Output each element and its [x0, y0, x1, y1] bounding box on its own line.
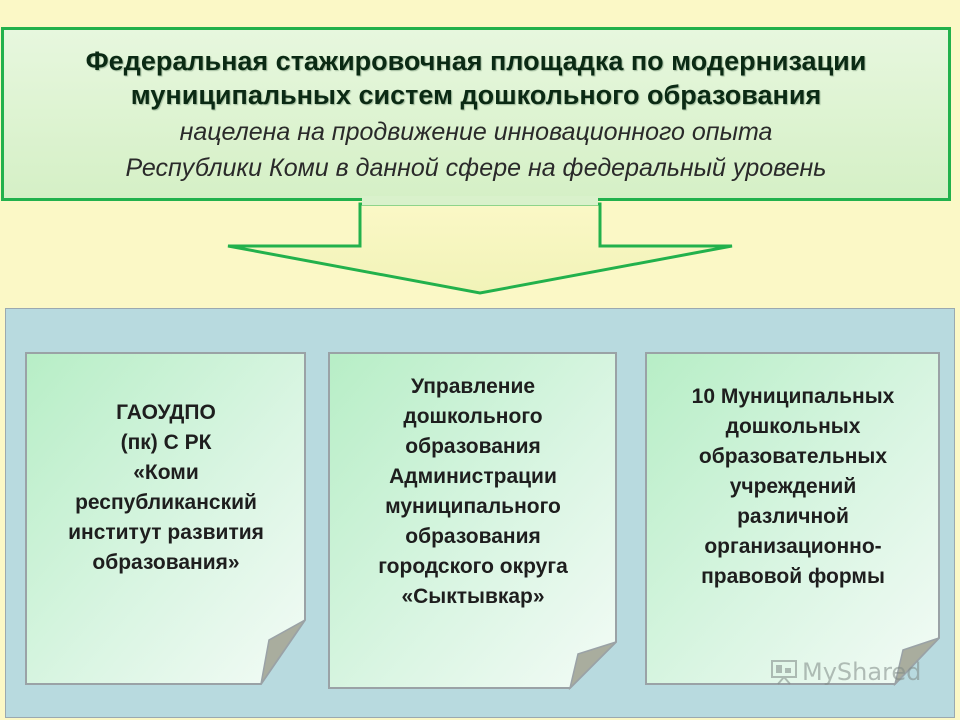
- header-subtitle: нацелена на продвижение инновационного о…: [4, 114, 948, 186]
- card-administration: Управление дошкольного образования Админ…: [328, 352, 618, 690]
- card-document-shape: [645, 352, 940, 686]
- card-line: республиканский: [75, 491, 257, 514]
- card-line: организационно-: [704, 535, 882, 558]
- card-line: образования»: [92, 551, 240, 574]
- card-fold-corner: [893, 637, 940, 686]
- card-line: (пк) С РК: [120, 431, 212, 454]
- presentation-board-icon: [771, 660, 797, 685]
- header-title: Федеральная стажировочная площадка по мо…: [4, 44, 948, 112]
- down-arrow: [227, 196, 733, 295]
- card-line: институт развития: [68, 521, 264, 544]
- card-preschools: 10 Муниципальных дошкольных образователь…: [645, 352, 941, 686]
- watermark: MyShared: [770, 658, 921, 686]
- header-box: Федеральная стажировочная площадка по мо…: [1, 27, 951, 201]
- card-document-shape: [25, 352, 306, 685]
- card-line: муниципального: [385, 495, 561, 518]
- header-subtitle-line-1: нацелена на продвижение инновационного о…: [179, 118, 773, 146]
- card-line: дошкольного: [403, 405, 543, 428]
- card-fold-corner: [260, 619, 306, 685]
- card-line: образования: [405, 525, 541, 548]
- card-line: 10 Муниципальных: [691, 385, 895, 408]
- card-line: «Коми: [133, 461, 199, 484]
- watermark-text: MyShared: [802, 658, 922, 686]
- card-administration-text: Управление дошкольного образования Админ…: [328, 372, 618, 612]
- card-line: различной: [737, 505, 849, 528]
- card-line: ГАОУДПО: [116, 401, 216, 424]
- header-subtitle-line-2: Республики Коми в данной сфере на федера…: [125, 154, 827, 182]
- card-line: правовой формы: [701, 565, 885, 588]
- header-title-line-1: Федеральная стажировочная площадка по мо…: [85, 46, 867, 76]
- card-line: образования: [405, 435, 541, 458]
- card-line: «Сыктывкар»: [401, 585, 545, 608]
- card-line: учреждений: [729, 475, 857, 498]
- card-line: образовательных: [698, 445, 888, 468]
- card-line: Администрации: [389, 465, 557, 488]
- card-line: дошкольных: [725, 415, 861, 438]
- card-line: городского округа: [378, 555, 568, 578]
- card-institute-text: ГАОУДПО (пк) С РК «Коми республиканский …: [25, 398, 307, 578]
- card-institute: ГАОУДПО (пк) С РК «Коми республиканский …: [25, 352, 307, 686]
- header-title-line-2: муниципальных систем дошкольного образов…: [130, 80, 822, 110]
- card-line: Управление: [410, 375, 536, 398]
- card-document-shape: [328, 352, 617, 690]
- card-fold-corner: [568, 641, 617, 690]
- card-preschools-text: 10 Муниципальных дошкольных образователь…: [645, 382, 941, 592]
